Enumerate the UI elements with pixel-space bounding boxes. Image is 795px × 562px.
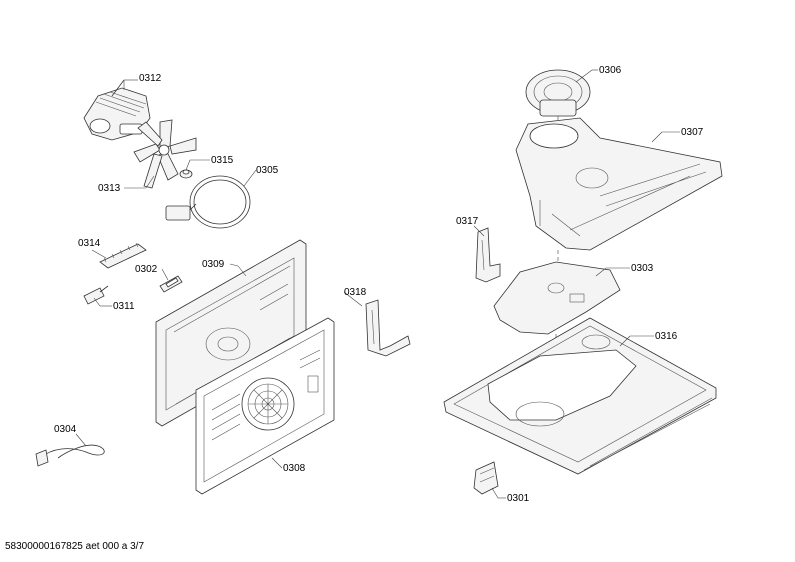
sensor-0301-drawing: [473, 461, 499, 495]
mains-cable-drawing: [35, 444, 105, 467]
part-label-0314: 0314: [78, 238, 101, 249]
bracket-0317-drawing: [475, 227, 501, 283]
part-label-0313: 0313: [98, 183, 121, 194]
part-label-0307: 0307: [681, 127, 704, 138]
cooling-duct-drawing: [515, 117, 723, 251]
switch-part-drawing: [159, 275, 183, 293]
document-code: 58300000167825 aet 000 a 3/7: [5, 541, 145, 552]
part-label-0304: 0304: [54, 424, 77, 435]
cover-plate-drawing: [493, 250, 621, 352]
part-label-0315: 0315: [211, 155, 234, 166]
part-label-0318: 0318: [344, 287, 367, 298]
part-label-0316: 0316: [655, 331, 678, 342]
part-label-0308: 0308: [283, 463, 306, 474]
part-label-0317: 0317: [456, 216, 479, 227]
part-label-0305: 0305: [256, 165, 279, 176]
fan-blade-drawing: [133, 119, 197, 189]
terminal-block-drawing: [99, 242, 147, 269]
part-label-0312: 0312: [139, 73, 162, 84]
fan-cover-drawing: [195, 317, 335, 495]
ring-heater-drawing: [165, 175, 251, 229]
cooling-fan-drawing: [525, 69, 591, 134]
nut-drawing: [179, 169, 193, 179]
part-label-0311: 0311: [113, 301, 135, 312]
part-label-0309: 0309: [202, 259, 225, 270]
base-frame-drawing: [443, 317, 717, 475]
fan-motor-drawing: [83, 79, 151, 141]
connector-drawing: [83, 285, 109, 305]
part-label-0303: 0303: [631, 263, 654, 274]
part-label-0306: 0306: [599, 65, 622, 76]
part-label-0301: 0301: [507, 493, 530, 504]
part-labels: 0312 0313 0315 0305 0314 0302 0309 0311 …: [54, 65, 704, 504]
part-label-0302: 0302: [135, 264, 158, 275]
bracket-0318-drawing: [365, 299, 411, 357]
leader-lines: [75, 69, 680, 499]
